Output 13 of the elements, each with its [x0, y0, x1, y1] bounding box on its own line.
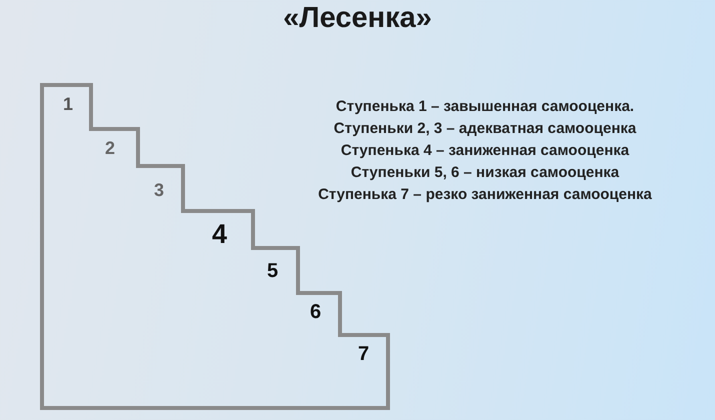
- legend-note: Ступенька 4 – заниженная самооценка: [340, 141, 630, 161]
- step-number: 2: [105, 139, 116, 157]
- legend-note: Ступенька 1 – завышенная самооценка.: [336, 97, 634, 117]
- legend-note: Ступеньки 2, 3 – адекватная самооценка: [334, 119, 636, 139]
- step-number: 6: [310, 302, 322, 322]
- step-number: 5: [267, 261, 278, 281]
- step-number: 4: [212, 221, 228, 248]
- legend-note: Ступенька 7 – резко заниженная самооценка: [318, 185, 652, 205]
- step-number: 1: [63, 95, 74, 113]
- legend-note: Ступеньки 5, 6 – низкая самооценка: [350, 163, 620, 183]
- title: «Лесенка»: [282, 1, 433, 36]
- step-number: 3: [154, 181, 164, 199]
- step-number: 7: [358, 344, 370, 364]
